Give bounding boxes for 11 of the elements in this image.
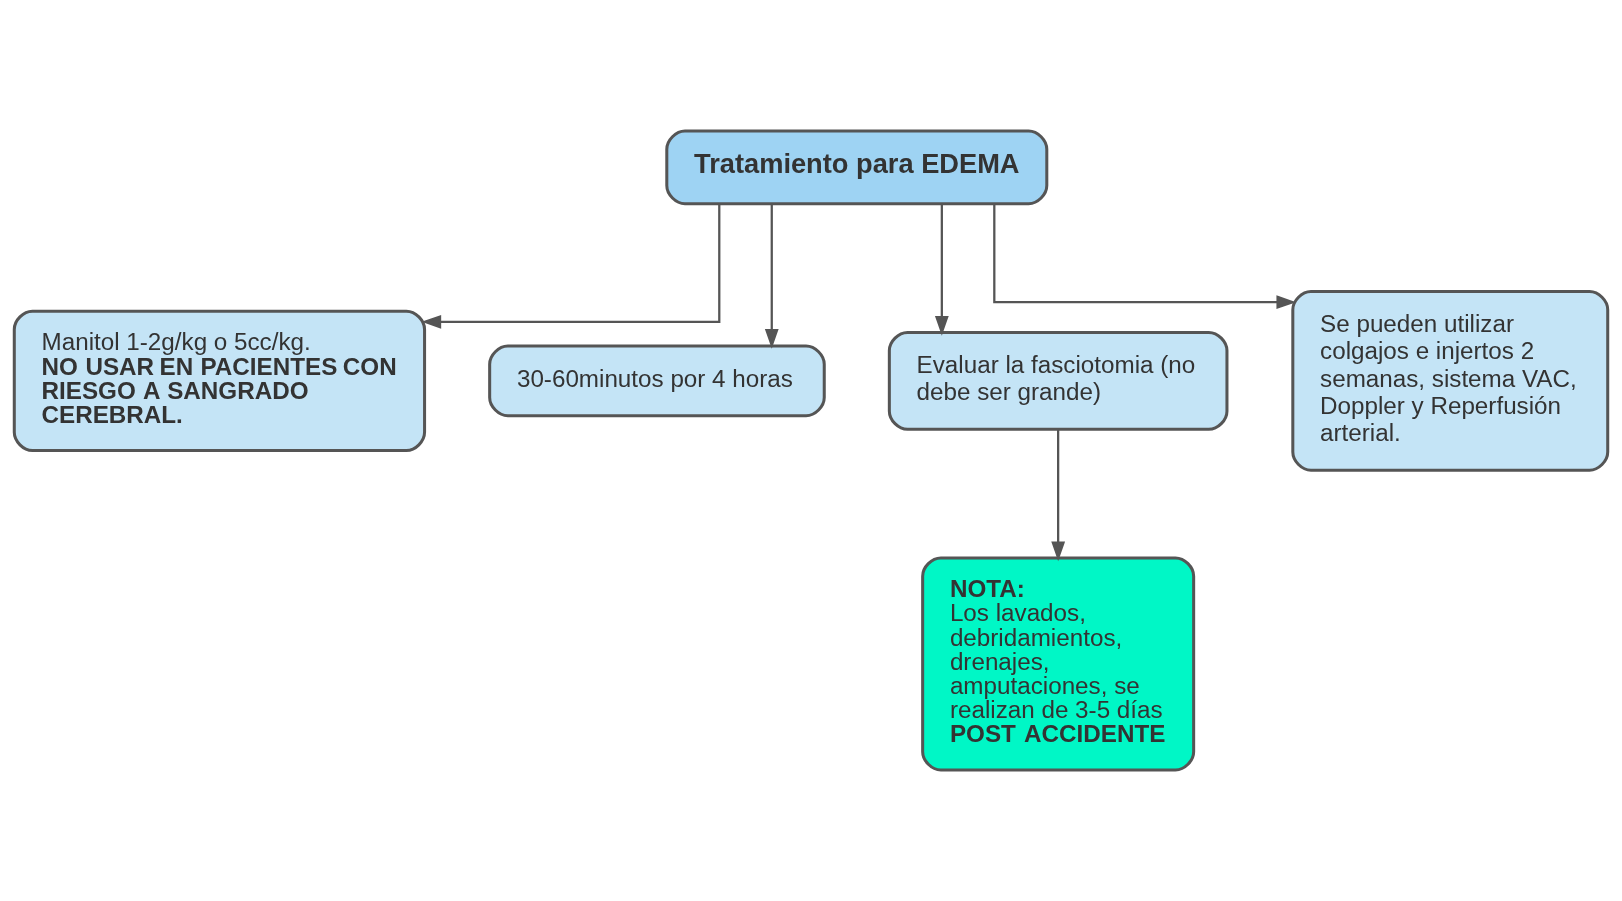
arrow	[1051, 429, 1066, 562]
node-box: Evaluar la fasciotomia (no debe ser grande)	[887, 330, 1229, 431]
arrow	[764, 204, 779, 349]
node-box: Se pueden utilizar colgajos e injertos 2 semanas, sistema VAC, Doppler y Reperfusión arterial.	[1291, 290, 1610, 472]
node-box: 30-60minutos por 4 horas	[488, 344, 826, 418]
node-box: Tratamiento para EDEMA	[665, 129, 1049, 206]
node-box: Manitol 1-2g/kg o 5cc/kg. NO USAR EN PACIENTES CON RIESGO A SANGRADO CEREBRAL.	[12, 309, 427, 452]
arrow	[993, 204, 1297, 310]
node-box: NOTA: Los lavados, debridamientos, drenajes, amputaciones, se realizan de 3-5 días POST ACCIDENTE	[921, 556, 1196, 772]
arrow	[934, 204, 949, 336]
arrow	[421, 204, 721, 329]
